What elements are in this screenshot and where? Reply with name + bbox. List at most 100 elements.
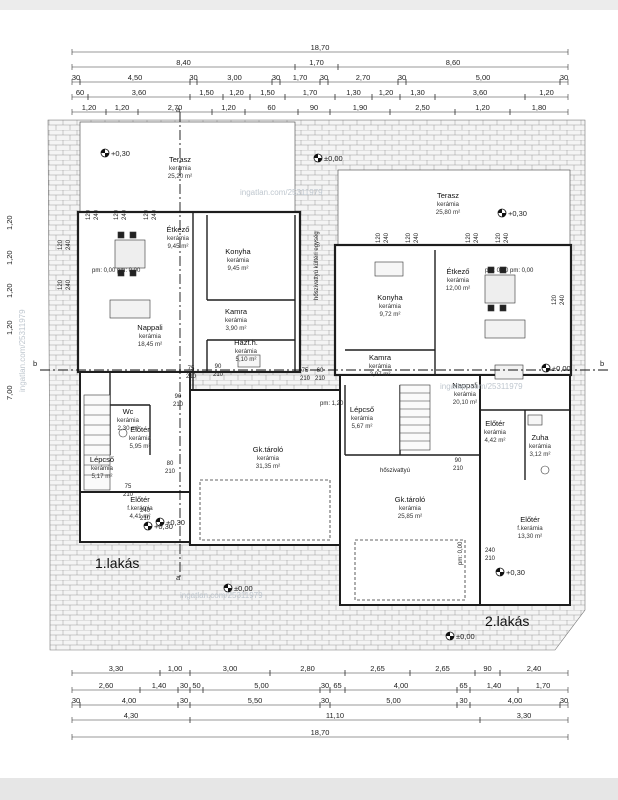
room-area: 25,85 m² — [398, 513, 422, 520]
room-area: 12,00 m² — [446, 285, 470, 292]
door-opening-dim: 240 — [140, 508, 151, 514]
dim-top-value: 30 — [398, 73, 406, 82]
pm-note-left: pm: 0,00 pm: 0,00 — [92, 268, 141, 274]
dim-top-value: 5,00 — [476, 73, 491, 82]
door-opening-dim: 75 — [302, 368, 309, 374]
watermark-3: ingatlan.com/25311979 — [180, 591, 263, 600]
room-area: 9,45 m² — [228, 265, 249, 272]
room-name: Gk.tároló — [253, 445, 283, 454]
dim-bottom-value: 3,30 — [517, 711, 532, 720]
section-a-bottom: a — [176, 573, 181, 582]
dim-bottom-value: 50 — [192, 681, 200, 690]
window-opening-dim: 120 — [376, 232, 382, 243]
dim-top-value: 30 — [72, 73, 80, 82]
door-opening-dim: 75 — [125, 484, 132, 490]
door-opening-dim: 210 — [140, 516, 151, 522]
level-marker-fill — [156, 518, 164, 526]
left-dim-3: 1,20 — [5, 283, 14, 298]
room-name: Kamra — [225, 307, 248, 316]
watermark-4: ingatlan.com/25311979 — [18, 309, 27, 392]
unit-1-label: 1.lakás — [95, 555, 139, 571]
dim-top-value: 1,80 — [532, 103, 547, 112]
room-name: Előtér — [130, 495, 150, 504]
door-opening-dim: 210 — [165, 469, 176, 475]
section-a-top: a — [176, 105, 181, 114]
room-name: Konyha — [377, 293, 403, 302]
room-name: Étkező — [167, 225, 190, 234]
dim-bottom-value: 2,40 — [527, 664, 542, 673]
room-material: kerámia — [225, 317, 248, 324]
furniture — [109, 231, 550, 475]
left-dim-1: 1,20 — [5, 215, 14, 230]
dim-top-value: 8,40 — [176, 58, 191, 67]
room-area: 31,35 m² — [256, 463, 280, 470]
window-opening-dim: 120 — [58, 279, 64, 290]
room-name: Előtér — [485, 419, 505, 428]
level-value: +0,30 — [166, 518, 185, 527]
left-dim-4: 1,20 — [5, 320, 14, 335]
dim-bottom-value: 2,65 — [435, 664, 450, 673]
dim-top-value: 60 — [76, 88, 84, 97]
dim-bottom-value: 65 — [459, 681, 467, 690]
door-opening-dim: 210 — [315, 376, 326, 382]
sill-height-label: pm: 0,00 — [458, 541, 464, 565]
room-material: kerámia — [129, 435, 152, 442]
dim-bottom-value: 30 — [180, 696, 188, 705]
watermark-2: ingatlan.com/25311979 — [440, 382, 523, 391]
level-marker-fill — [498, 209, 506, 217]
window-opening-dim: 240 — [474, 232, 480, 243]
dim-top-value: 30 — [560, 73, 568, 82]
left-dim-total: 7,00 — [5, 385, 14, 400]
dim-top-value: 1,20 — [115, 103, 130, 112]
level-marker-fill — [446, 632, 454, 640]
pm-note-mid: pm: 1,20 — [320, 401, 344, 407]
room-name: Konyha — [225, 247, 251, 256]
room-area: 5,10 m² — [236, 356, 257, 363]
room-material: kerámia — [447, 277, 470, 284]
dim-bottom-value: 2,80 — [300, 664, 315, 673]
window-opening-dim: 240 — [66, 279, 72, 290]
window-opening-dim: 240 — [66, 239, 72, 250]
level-marker-fill — [144, 522, 152, 530]
dim-top-value: 1,20 — [379, 88, 394, 97]
room-area: 4,41 m² — [130, 513, 151, 520]
dim-top-value: 1,30 — [346, 88, 361, 97]
window-opening-dim: 240 — [384, 232, 390, 243]
window-opening-dim: 120 — [86, 209, 92, 220]
level-value: +0,30 — [154, 522, 173, 531]
room-name: Lépcső — [90, 455, 114, 464]
dim-top-value: 30 — [320, 73, 328, 82]
room-material: kerámia — [139, 333, 162, 340]
door-opening-dim: 210 — [485, 556, 496, 562]
door-opening-dim: 210 — [300, 376, 311, 382]
room-name: Lépcső — [350, 405, 374, 414]
room-material: kerámia — [169, 165, 192, 172]
window-opening-dim: 120 — [466, 232, 472, 243]
heat-pump-outdoor-label: hőszivattyú kültéri egység — [314, 231, 320, 300]
section-b-right: b — [600, 359, 604, 368]
room-material: kerámia — [379, 303, 402, 310]
dim-bottom-value: 65 — [333, 681, 341, 690]
room-area: 18,45 m² — [138, 341, 162, 348]
dim-top-value: 3,00 — [227, 73, 242, 82]
room-material: kerámia — [167, 235, 190, 242]
room-name: Nappali — [137, 323, 163, 332]
room-area: 2,97 m² — [370, 371, 391, 378]
level-value: +0,30 — [506, 568, 525, 577]
dim-top-value: 1,20 — [539, 88, 554, 97]
dim-bottom-value: 30 — [560, 696, 568, 705]
garage-doors — [199, 479, 466, 601]
door-opening-dim: 210 — [453, 466, 464, 472]
dim-top-value: 1,50 — [260, 88, 275, 97]
door-opening-dim: 90 — [215, 364, 222, 370]
room-area: 9,45 m² — [168, 243, 189, 250]
dim-top-value: 18,70 — [311, 43, 330, 52]
room-name: Étkező — [447, 267, 470, 276]
room-name: Előtér — [520, 515, 540, 524]
dim-top-value: 30 — [189, 73, 197, 82]
room-name: Házt.h. — [234, 338, 258, 347]
dim-bottom-value: 1,00 — [168, 664, 183, 673]
